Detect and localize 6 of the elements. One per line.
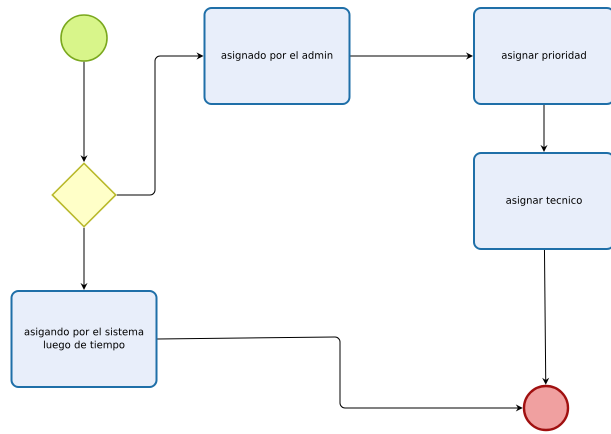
task-box: asignado por el admin	[204, 7, 350, 105]
end-event-circle	[522, 384, 570, 432]
task-box: asignar prioridad	[473, 7, 611, 105]
task-box: asigando por el sistema luego de tiempo	[10, 290, 158, 388]
start-event-circle	[60, 14, 108, 62]
task-box: asignar tecnico	[473, 152, 611, 250]
